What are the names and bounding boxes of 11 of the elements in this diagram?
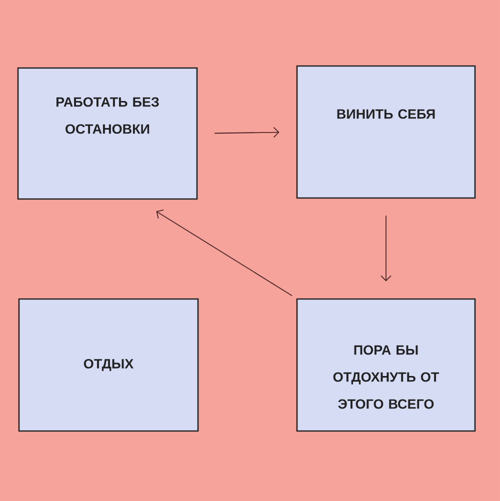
box-text: ВИНИТЬ СЕБЯ — [337, 109, 435, 119]
process-box — [296, 65, 476, 199]
box-text: РАБОТАТЬ БЕЗ ОСТАНОВКИ — [56, 97, 159, 134]
box-text: ОТДЫХ — [84, 358, 134, 372]
process-box — [18, 298, 199, 432]
arrow — [156, 210, 293, 296]
arrow — [380, 215, 392, 282]
process-box — [17, 67, 198, 200]
arrow — [214, 126, 280, 138]
box-text: ПОРА БЫ ОТДОХНУТЬ ОТ ЭТОГО ВСЕГО — [333, 345, 440, 409]
process-box — [296, 298, 476, 432]
